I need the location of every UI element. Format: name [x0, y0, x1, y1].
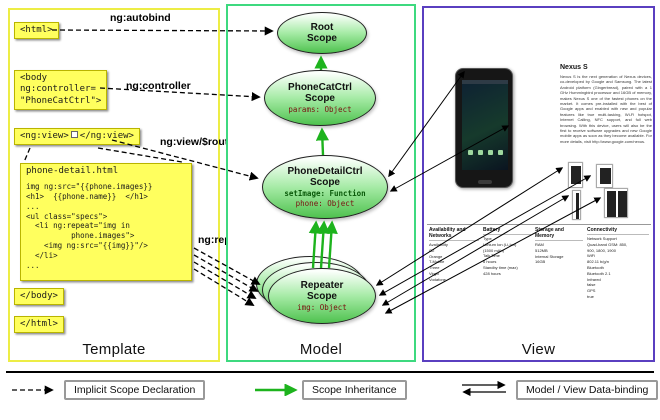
phone-screen — [462, 80, 508, 170]
phonedetailctrl-scope-title: PhoneDetailCtrl Scope — [287, 166, 363, 188]
phone-thumbnail-half — [618, 191, 627, 217]
phonecatctrl-scope-title: PhoneCatCtrl Scope — [288, 82, 352, 104]
product-description: Nexus S is the next generation of Nexus … — [560, 74, 652, 144]
view-panel-label: View — [521, 341, 556, 358]
legend-scope-inheritance: Scope Inheritance — [302, 380, 407, 400]
spec-table: Availability and Networks Availability O… — [427, 224, 651, 346]
phone-thumbnail-1 — [568, 162, 583, 188]
repeater-scope-prop: img: Object — [297, 303, 347, 312]
phone-app-icon — [478, 150, 483, 155]
template-panel-label: Template — [82, 341, 146, 358]
spec-body: RAM 512MB Internal Storage 16GB — [535, 242, 564, 265]
route-label: ng:view/$route — [160, 136, 235, 148]
ngview-close-text: </ng:view> — [79, 131, 134, 141]
root-scope-ellipse: Root Scope — [277, 12, 367, 54]
legend-divider — [6, 371, 654, 373]
spec-body: Availability O2 Orange T-Mobile Three Vi… — [429, 242, 448, 282]
model-panel-label: Model — [299, 341, 343, 358]
phone-thumbnail-3 — [572, 190, 581, 220]
spec-header: Availability and Networks — [429, 227, 479, 241]
view-placeholder-box — [70, 131, 78, 138]
spec-header: Connectivity — [587, 227, 649, 235]
spec-body: Network Support Quad-band GSM: 850, 900,… — [587, 236, 628, 299]
html-close-tag: </html> — [14, 316, 64, 334]
legend-implicit-scope: Implicit Scope Declaration — [64, 380, 206, 400]
phone-image — [455, 68, 513, 188]
spec-header: Storage and Memory — [535, 227, 583, 241]
code-body: img ng:src="{{phone.images}} <h1> {{phon… — [26, 181, 153, 270]
spec-col-connectivity: Connectivity Network Support Quad-band G… — [585, 225, 651, 346]
phone-thumbnail-screen — [600, 168, 611, 184]
repeater-scope-title: Repeater Scope — [300, 280, 344, 302]
phonecatctrl-scope-prop: params: Object — [288, 105, 352, 114]
spec-header: Battery — [483, 227, 531, 235]
root-scope-title: Root Scope — [306, 22, 337, 44]
phone-thumbnail-half — [607, 191, 616, 217]
controller-label: ng:controller — [126, 80, 191, 92]
spec-col-availability: Availability and Networks Availability O… — [427, 225, 481, 346]
body-close-tag: </body> — [14, 288, 64, 306]
phonedetailctrl-scope-ellipse: PhoneDetailCtrl Scope setImage: Function… — [262, 155, 388, 219]
phonecatctrl-scope-ellipse: PhoneCatCtrl Scope params: Object — [264, 70, 376, 126]
phone-thumbnail-4 — [604, 188, 628, 218]
phone-detail-code-box: phone-detail.html img ng:src="{{phone.im… — [20, 163, 192, 281]
html-open-tag: <html> — [14, 22, 59, 40]
green-arrow-icon — [255, 384, 298, 396]
code-title: phone-detail.html — [26, 166, 119, 176]
spec-body: Type Lithium Ion (Li-Ion) (1500 mAh) Tal… — [483, 236, 518, 276]
repeater-scope-ellipse: Repeater Scope img: Object — [268, 268, 376, 324]
phone-thumbnail-2 — [596, 164, 613, 188]
legend-data-binding: Model / View Data-binding — [516, 380, 659, 400]
phone-app-icon — [498, 150, 503, 155]
phone-app-icon — [468, 150, 473, 155]
spec-col-storage: Storage and Memory RAM 512MB Internal St… — [533, 225, 585, 346]
phone-thumbnail-side — [576, 193, 579, 219]
ngview-open-text: <ng:view> — [20, 131, 69, 141]
phonedetailctrl-scope-prop: phone: Object — [295, 199, 355, 208]
body-open-tag: <body ng:controller= "PhoneCatCtrl"> — [14, 70, 108, 110]
phone-statusbar — [462, 80, 508, 84]
phonedetailctrl-scope-method: setImage: Function — [284, 189, 366, 198]
autobind-label: ng:autobind — [110, 12, 171, 24]
dashed-arrow-icon — [12, 385, 54, 395]
view-panel: Nexus S Nexus S is the next generation o… — [422, 6, 655, 362]
spec-col-battery: Battery Type Lithium Ion (Li-Ion) (1500 … — [481, 225, 533, 346]
phone-app-icon — [488, 150, 493, 155]
double-arrow-icon — [462, 381, 506, 397]
product-title: Nexus S — [560, 64, 588, 71]
phone-home-button — [478, 180, 492, 184]
ngview-tag: <ng:view> </ng:view> — [14, 128, 140, 146]
model-panel: Root Scope PhoneCatCtrl Scope params: Ob… — [226, 4, 416, 362]
template-panel: ng:autobind <html> ng:controller <body n… — [8, 8, 246, 362]
phone-thumbnail-screen — [571, 166, 581, 184]
